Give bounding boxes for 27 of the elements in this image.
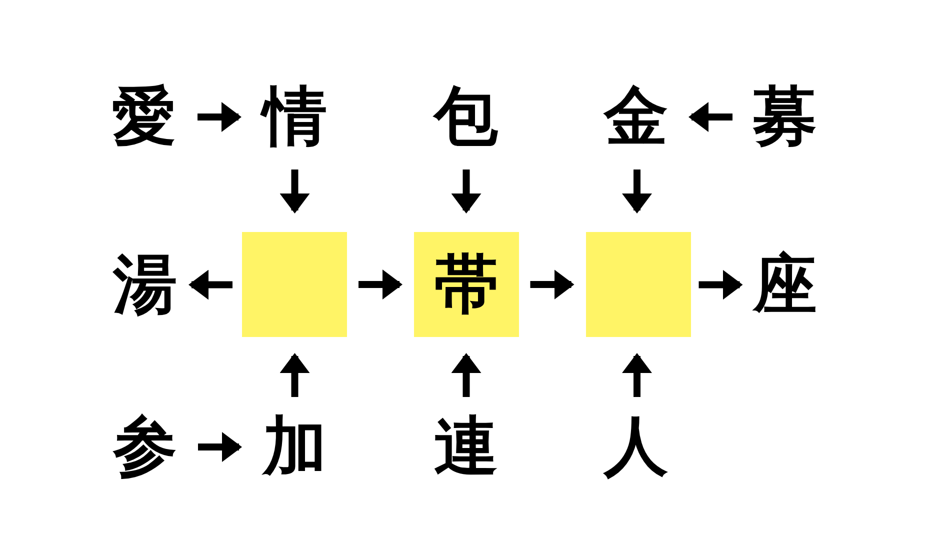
arrow (198, 432, 242, 462)
kanji-label: 連 (432, 413, 500, 481)
kanji-tile: 帯 (414, 232, 519, 337)
arrow (622, 170, 652, 214)
arrow (622, 353, 652, 397)
arrow (188, 270, 232, 300)
kanji-label: 人 (602, 413, 670, 481)
kanji-label: 包 (432, 83, 500, 151)
kanji-label: 金 (602, 83, 670, 151)
kanji-label: 座 (751, 251, 819, 319)
kanji-label: 愛 (110, 83, 178, 151)
kanji-label: 募 (751, 83, 819, 151)
arrow (198, 102, 242, 132)
arrow (280, 170, 310, 214)
arrow (530, 270, 574, 300)
kanji-label: 参 (111, 413, 179, 481)
kanji-label: 情 (261, 83, 329, 151)
answer-box (586, 232, 690, 337)
arrow (698, 270, 743, 300)
arrow (280, 353, 310, 397)
kanji-label: 湯 (111, 251, 179, 319)
arrow (688, 102, 732, 132)
answer-box (242, 232, 347, 337)
arrow (358, 270, 402, 300)
kanji-label: 加 (261, 413, 329, 481)
arrow (451, 170, 482, 214)
arrow (451, 353, 482, 397)
